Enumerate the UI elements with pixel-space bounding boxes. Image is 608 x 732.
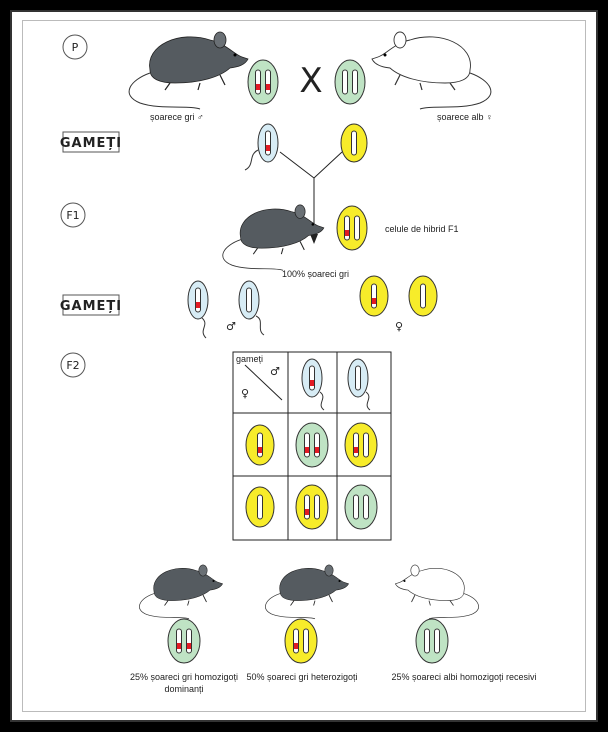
female-white-label: șoarece alb ♀ <box>437 112 493 122</box>
p-circle <box>62 34 88 60</box>
f1-gray-mouse-icon <box>222 204 325 271</box>
gray-mouse-icon <box>128 31 249 110</box>
white-mouse-icon <box>371 31 492 110</box>
res-homo-dom-line1: 25% șoareci gri homozigoți <box>130 672 238 682</box>
sperm-gamete-p <box>244 123 279 171</box>
offspring-cell-rr <box>295 422 329 468</box>
table-sperm-red <box>301 358 325 411</box>
egg-gamete-f1-b <box>408 275 438 317</box>
parent-cell-gray <box>247 59 279 105</box>
egg-gamete-f1-a <box>359 275 389 317</box>
parent-cell-white <box>334 59 366 105</box>
f1-circle <box>60 202 86 228</box>
table-female-symbol: ♀ <box>241 387 249 400</box>
hybrid-cells-label: celule de hibrid F1 <box>385 224 459 234</box>
p-label: P <box>72 41 79 54</box>
f2-label: F2 <box>66 359 79 372</box>
gametes-label-2: GAMEȚI <box>60 299 122 314</box>
hybrid-cell-f1 <box>336 205 368 251</box>
gametes-box-1 <box>62 131 120 153</box>
offspring-cell-ww <box>344 484 378 530</box>
table-male-symbol: ♂ <box>270 365 280 378</box>
res-homo-rec-label: 25% șoareci albi homozigoți recesivi <box>391 672 536 682</box>
table-egg-red <box>245 424 275 466</box>
male-gray-label: șoarece gri ♂ <box>150 112 204 122</box>
table-header-label: gameți <box>236 354 263 364</box>
offspring-cell-rw-1 <box>344 422 378 468</box>
cross-symbol: X <box>299 61 322 101</box>
gametes-label-1: GAMEȚI <box>60 136 122 151</box>
inner-frame <box>22 20 586 712</box>
res-homo-dom-line2: dominanți <box>164 684 203 694</box>
arrow-head-icon <box>310 234 318 244</box>
table-sperm-white <box>347 358 371 411</box>
result-white-mouse-icon <box>394 564 480 620</box>
result-cell-homo-dom <box>167 618 201 664</box>
result-gray-mouse-1-icon <box>138 564 224 620</box>
female-symbol-f1: ♀ <box>395 320 403 333</box>
male-symbol-f1: ♂ <box>226 320 236 333</box>
gametes-box-2 <box>62 294 120 316</box>
offspring-cell-rw-2 <box>295 484 329 530</box>
sperm-gamete-f1-a <box>187 280 209 339</box>
table-egg-white <box>245 486 275 528</box>
f2-circle <box>60 352 86 378</box>
f1-label: F1 <box>66 209 79 222</box>
f1-result-label: 100% șoareci gri <box>282 269 349 279</box>
result-cell-hetero <box>284 618 318 664</box>
result-gray-mouse-2-icon <box>264 564 350 620</box>
egg-gamete-p <box>340 123 368 163</box>
res-hetero-label: 50% șoareci gri heterozigoți <box>246 672 357 682</box>
sperm-gamete-f1-b <box>238 280 265 336</box>
result-cell-homo-rec <box>415 618 449 664</box>
